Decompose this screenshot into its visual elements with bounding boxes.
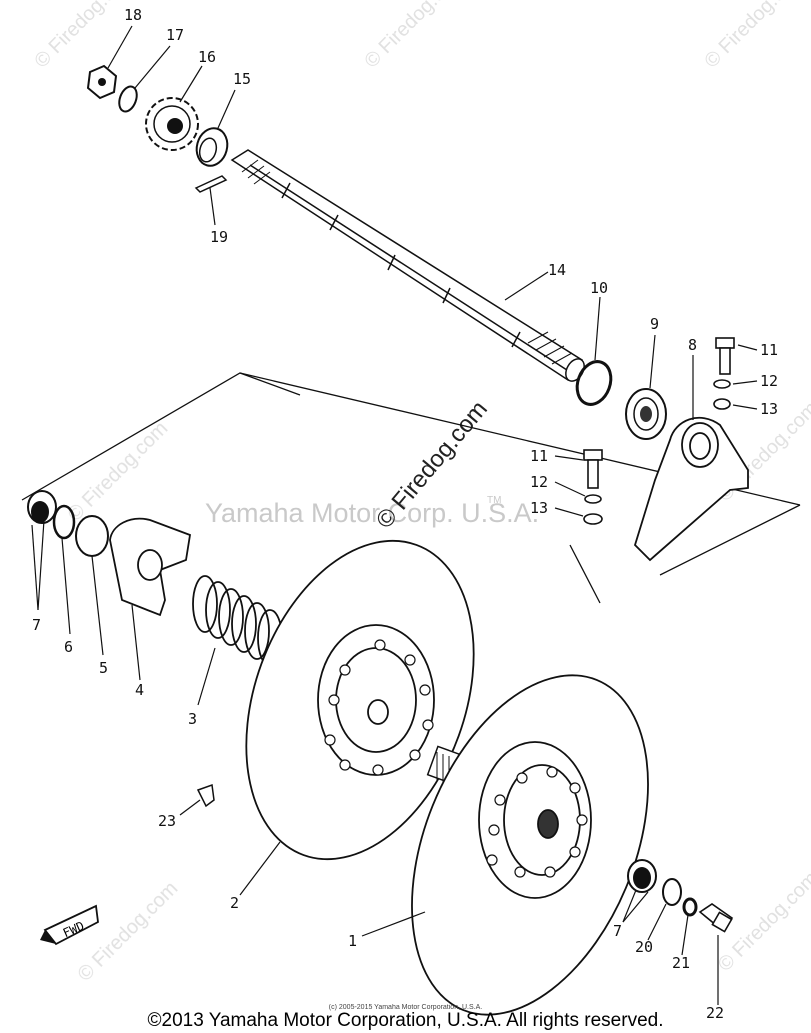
fixed-sheave-holes <box>486 766 588 878</box>
bearing-bracket <box>633 416 749 562</box>
callout-13: 13 <box>760 400 778 418</box>
bearing <box>195 127 229 167</box>
drive-shaft <box>230 149 585 382</box>
callout-11: 11 <box>530 447 548 465</box>
callout-21: 21 <box>672 954 690 972</box>
watermark-tile: © Firedog.com <box>700 0 809 72</box>
callout-5: 5 <box>99 659 108 677</box>
callout-15: 15 <box>233 70 251 88</box>
watermark-center: Yamaha Motor Corp. U.S.A. <box>205 498 539 528</box>
callout-3: 3 <box>188 710 197 728</box>
callout-6: 6 <box>64 638 73 656</box>
leader-lines <box>31 25 758 1005</box>
callout-7: 7 <box>32 616 41 634</box>
watermark-tile: © Firedog.com <box>64 417 173 526</box>
callout-17: 17 <box>166 26 184 44</box>
sheave-holes <box>324 639 434 776</box>
lock-washer-21 <box>682 897 698 917</box>
callout-4: 4 <box>135 681 144 699</box>
callout-22: 22 <box>706 1004 724 1022</box>
callout-19: 19 <box>210 228 228 246</box>
callout-18: 18 <box>124 6 142 24</box>
seal-left <box>27 490 57 524</box>
callout-2: 2 <box>230 894 239 912</box>
callout-10: 10 <box>590 279 608 297</box>
callout-11: 11 <box>760 341 778 359</box>
spacer-5 <box>75 515 109 557</box>
callout-1: 1 <box>348 932 357 950</box>
callout-14: 14 <box>548 261 566 279</box>
callout-12: 12 <box>760 372 778 390</box>
bolt-22 <box>698 903 734 933</box>
callout-9: 9 <box>650 315 659 333</box>
nut-hole <box>98 78 106 86</box>
seal-right <box>627 859 657 893</box>
washer-6 <box>52 504 76 540</box>
callout-20: 20 <box>635 938 653 956</box>
callout-16: 16 <box>198 48 216 66</box>
callout-12: 12 <box>530 473 548 491</box>
fixed-sheave <box>411 674 649 1016</box>
cam-arm <box>109 517 192 617</box>
cotter-pin <box>194 175 228 193</box>
watermark-tile: © Firedog.com <box>74 877 183 986</box>
sprocket <box>145 97 199 151</box>
callout-7: 7 <box>613 922 622 940</box>
circlip <box>575 360 613 406</box>
forward-arrow: FWD <box>40 904 99 946</box>
callout-8: 8 <box>688 336 697 354</box>
callout-23: 23 <box>158 812 176 830</box>
washer-20 <box>662 878 682 906</box>
watermark-tile: © Firedog.com <box>360 0 469 72</box>
callout-labels: 18 17 16 15 19 14 10 9 8 11 12 13 11 12 … <box>32 6 778 1022</box>
bracket-bolt-lower <box>583 449 603 525</box>
callout-13: 13 <box>530 499 548 517</box>
copyright-notice: ©2013 Yamaha Motor Corporation, U.S.A. A… <box>147 1010 664 1031</box>
cap <box>196 783 215 808</box>
small-copyright: (c) 2005-2015 Yamaha Motor Corporation, … <box>328 1004 483 1011</box>
watermark-tile: © Firedog.com <box>30 0 139 72</box>
shaft-bearing <box>625 388 667 440</box>
watermark-trademark: TM <box>487 495 501 506</box>
washer <box>118 85 138 113</box>
bracket-bolt-upper <box>713 337 735 410</box>
